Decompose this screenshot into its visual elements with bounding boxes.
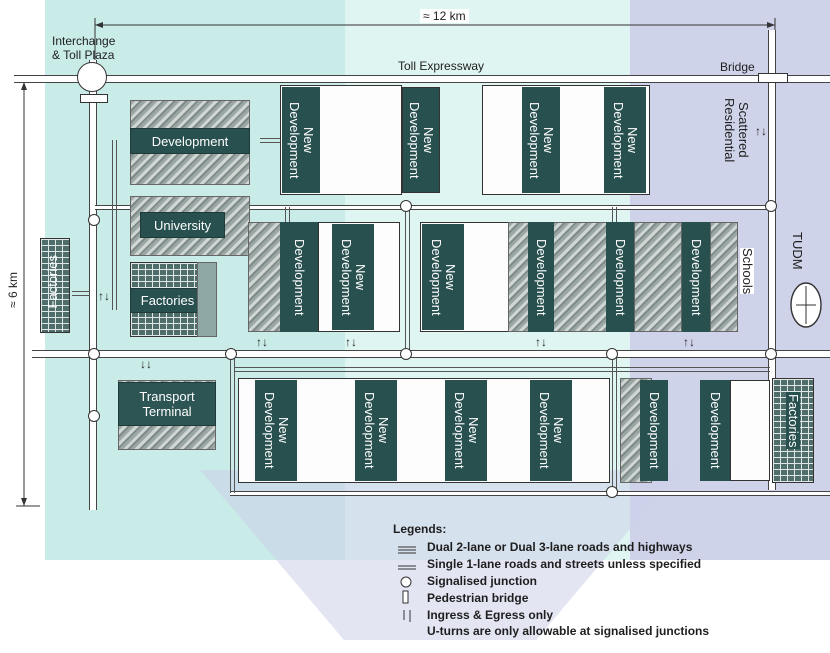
transport-terminal-label: Transport Terminal (118, 382, 216, 426)
block-row3-b (730, 380, 770, 481)
development-row2-4: Development (682, 222, 710, 332)
junction-5 (400, 200, 412, 212)
university-label: University (140, 212, 225, 238)
south-road (230, 491, 830, 496)
tudm-label: TUDM (790, 232, 804, 270)
tudm-runway-icon (786, 280, 826, 330)
development-row2-2: Development (528, 222, 554, 332)
factories-label: Factories (130, 288, 205, 313)
legend-item-single-roads: Single 1-lane roads and streets unless s… (427, 557, 701, 571)
junction-8 (606, 486, 618, 498)
junction-9 (765, 200, 777, 212)
new-development-row1-3: New Development (522, 87, 560, 193)
row2-photo-a (248, 222, 282, 332)
legend-item-ingress-egress: Ingress & Egress only (427, 608, 553, 622)
ingress-arrow-1: ↓↓ (140, 358, 152, 370)
ingress-arrow-5: ↑↓ (683, 336, 695, 348)
factories-right-label: Factories (786, 392, 800, 449)
factories-spur (72, 291, 90, 296)
new-development-row2-1: New Development (332, 224, 374, 330)
legend-item-signalised-junction: Signalised junction (427, 574, 537, 588)
new-development-row3-3: New Development (445, 380, 487, 481)
development-row2-1: Development (280, 222, 318, 332)
ingress-arrow-4: ↑↓ (535, 336, 547, 348)
junction-6 (400, 348, 412, 360)
new-development-row3-2: New Development (355, 380, 397, 481)
new-development-row1-2: New Development (402, 87, 440, 193)
dev-spur-2 (405, 207, 410, 352)
new-development-row1-1: New Development (282, 87, 320, 193)
dimension-left-label: ≈ 6 km (6, 272, 20, 308)
bridge-label: Bridge (720, 60, 755, 74)
legend-symbols (392, 538, 432, 653)
new-development-row1-4: New Development (604, 87, 646, 193)
junction-1 (88, 214, 100, 226)
ingress-arrow-6: ↑↓ (755, 125, 767, 137)
dev-spur-5 (612, 353, 617, 493)
development-row2-3: Development (606, 222, 634, 332)
scattered-residential-label: Scattered Residential (722, 98, 750, 162)
schools-label: Schools (740, 248, 754, 294)
ingress-arrow-2: ↑↓ (256, 336, 268, 348)
row2-service-road (235, 367, 770, 372)
new-development-row3-1: New Development (255, 380, 297, 481)
interchange-circle (77, 62, 107, 92)
junction-4 (225, 348, 237, 360)
university-link (112, 140, 117, 310)
junction-3 (88, 410, 100, 422)
new-development-row2-2: New Development (422, 224, 464, 330)
factories-photo (197, 262, 217, 337)
legend-item-pedestrian-bridge: Pedestrian bridge (427, 591, 528, 605)
left-factories-label: Factories (46, 255, 60, 308)
ingress-arrow-3: ↑↓ (345, 336, 357, 348)
toll-expressway (14, 75, 830, 83)
row2-photo-b (508, 222, 608, 332)
legend-item-dual-roads: Dual 2-lane or Dual 3-lane roads and hig… (427, 540, 692, 554)
expressway-label: Toll Expressway (398, 59, 484, 73)
development-row3-2: Development (700, 380, 730, 481)
bridge-icon (758, 73, 788, 83)
row2-photo-d (710, 222, 738, 332)
west-highway (89, 60, 97, 510)
ingress-arrow-7: ↑↓ (98, 290, 110, 302)
legend-title: Legends: (393, 522, 446, 536)
toll-plaza (80, 94, 108, 103)
junction-7 (606, 348, 618, 360)
development-row3-1: Development (640, 380, 668, 481)
junction-2 (88, 348, 100, 360)
dev-spur-4 (230, 353, 235, 493)
dimension-top-label: ≈ 12 km (420, 9, 469, 23)
development-label: Development (130, 128, 250, 154)
junction-10 (765, 348, 777, 360)
interchange-label: Interchange & Toll Plaza (52, 34, 115, 62)
row2-photo-c (634, 222, 682, 332)
legend-item-u-turns: U-turns are only allowable at signalised… (427, 624, 709, 638)
new-development-row3-4: New Development (530, 380, 572, 481)
